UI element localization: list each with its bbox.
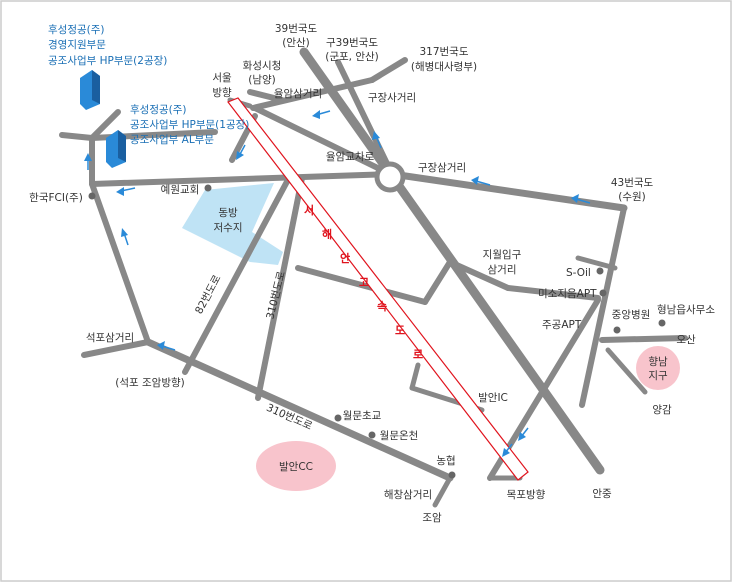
building-icon — [106, 130, 126, 168]
gujang-junction: 구장삼거리 — [418, 162, 466, 174]
korea-fci: 한국FCI(주) — [29, 192, 83, 204]
gujang-crossroad: 구장사거리 — [368, 92, 416, 104]
location-dots — [88, 184, 666, 479]
route39-dest: (안산) — [282, 37, 310, 49]
balan-ic: 발안IC — [478, 392, 508, 404]
plant1-name: 후성정공(주) — [130, 104, 187, 116]
route317-dest: (해병대사령부) — [411, 60, 477, 73]
roundabout — [374, 161, 406, 193]
hwaseong-city-hall: 화성시청 — [243, 60, 282, 72]
seokpo-junction: 석포삼거리 — [86, 332, 134, 344]
anjung-direction: 안중 — [592, 488, 612, 500]
nonghyup: 농협 — [436, 454, 455, 467]
route39-label: 39번국도 — [275, 23, 318, 35]
jugong-apartment: 주공APT — [542, 319, 582, 331]
hyangnam-district-area — [636, 346, 680, 390]
expressway-char: 안 — [340, 251, 350, 265]
balan-cc-area — [256, 441, 336, 491]
hwaseong-city-hall-sub: (남양) — [248, 74, 276, 86]
yuram-junction: 율암삼거리 — [274, 88, 322, 100]
hyangnam-office: 형남읍사무소 — [657, 304, 715, 316]
route317-label: 317번국도 — [419, 46, 468, 58]
building-icon — [80, 70, 100, 110]
miso-apartment: 미소지음APT — [538, 288, 597, 300]
yuram-interchange-label: 율암교차로 — [326, 151, 375, 163]
old-route39-label: 구39번국도 — [326, 37, 378, 49]
hyangnam-district-sub: 지구 — [648, 370, 668, 382]
jiwol-junction: 지월입구 — [483, 248, 522, 261]
balan-cc: 발안CC — [279, 461, 313, 473]
plant2-division: 경영지원부문 — [48, 38, 106, 51]
seoul-direction-sub: 방향 — [212, 87, 232, 99]
hyangnam-district: 향남 — [648, 356, 668, 368]
expressway-char: 서 — [304, 203, 314, 217]
route43-dest: (수원) — [618, 191, 646, 203]
dongbang-reservoir: 동방 — [218, 207, 238, 219]
reservoir-water — [182, 183, 283, 265]
seokpo-joam-direction: (석포 조암방향) — [115, 377, 185, 389]
yanggam-direction: 양감 — [652, 404, 672, 416]
plant2-name: 후성정공(주) — [48, 24, 105, 36]
route43-label: 43번국도 — [611, 177, 654, 189]
seoul-direction: 서울 — [212, 72, 232, 84]
plant1-division: 공조사업부 HP부문(1공장) — [130, 118, 249, 131]
yewon-church: 예원교회 — [161, 183, 200, 196]
expressway-char: 해 — [322, 227, 332, 241]
expressway-band — [227, 97, 529, 481]
joam-direction: 조암 — [422, 512, 442, 524]
soil-station: S-Oil — [566, 267, 591, 279]
direction-arrows — [84, 110, 591, 457]
osan-direction: 오산 — [676, 334, 696, 346]
wolmun-spa: 월문온천 — [380, 430, 419, 442]
plant2-department: 공조사업부 HP부문(2공장) — [48, 54, 167, 67]
wolmun-elementary: 월문초교 — [343, 410, 382, 422]
dongbang-reservoir-sub: 저수지 — [214, 222, 243, 234]
expressway-char: 속 — [377, 300, 387, 313]
haechang-junction: 해창삼거리 — [384, 488, 432, 501]
jungang-hospital: 중앙병원 — [612, 309, 651, 321]
expressway-char: 로 — [413, 348, 423, 361]
jiwol-junction-sub: 삼거리 — [488, 264, 517, 276]
expressway-char: 도 — [395, 324, 405, 337]
old-route39-dest: (군포, 안산) — [325, 51, 379, 63]
expressway-char: 고 — [359, 276, 369, 289]
mokpo-direction: 목포방향 — [507, 489, 546, 501]
plant1-department: 공조사업부 AL부문 — [130, 133, 214, 146]
